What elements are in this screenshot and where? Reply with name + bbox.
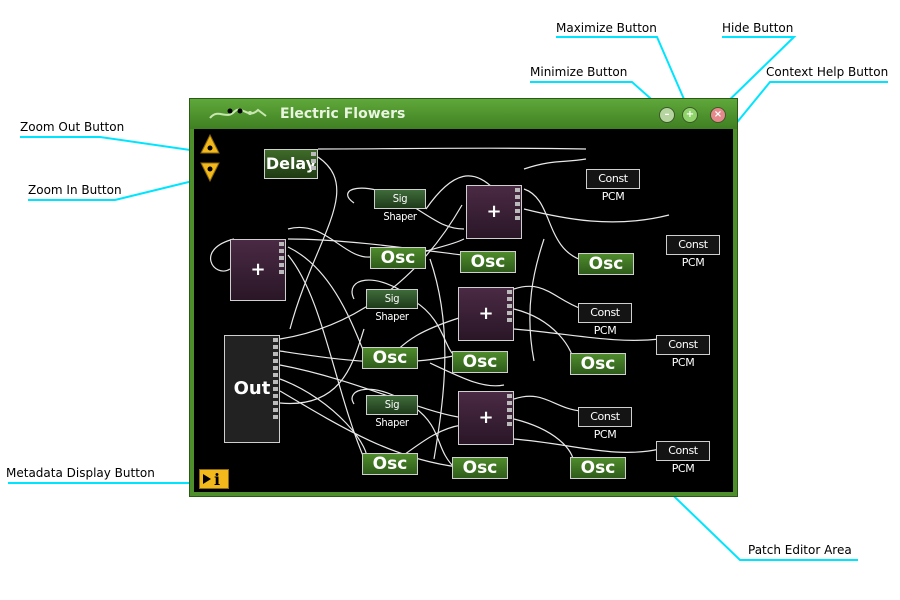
minus-icon: – — [664, 109, 670, 120]
zoom-in-callout: Zoom In Button — [28, 183, 122, 197]
context-help-callout: Context Help Button — [766, 65, 889, 79]
app-logo-icon — [209, 108, 267, 119]
module-label: Osc — [462, 352, 498, 372]
module-label: Out — [233, 378, 271, 399]
module-label: Osc — [580, 458, 616, 478]
module-label: + — [478, 407, 494, 428]
play-icon — [203, 474, 211, 484]
module-osc[interactable]: Osc — [362, 347, 418, 369]
module-const-pcm[interactable]: Const PCM — [656, 441, 710, 475]
module-label: Osc — [380, 248, 416, 268]
module-label: + — [478, 303, 494, 324]
hide-callout: Hide Button — [722, 21, 794, 35]
module-const-pcm[interactable]: Const PCM — [578, 407, 632, 441]
module-label: Osc — [588, 254, 624, 274]
zoom-in-button[interactable] — [200, 161, 220, 183]
module-osc[interactable]: Osc — [370, 247, 426, 269]
module-label: Const PCM — [590, 306, 620, 337]
module-label: Sig Shaper — [383, 192, 417, 223]
patch-cables — [210, 147, 670, 470]
module-osc[interactable]: Osc — [460, 251, 516, 273]
module-label: + — [486, 201, 502, 222]
minimize-callout: Minimize Button — [530, 65, 628, 79]
module-label: Osc — [470, 252, 506, 272]
module-osc[interactable]: Osc — [362, 453, 418, 475]
module-label: Const PCM — [668, 338, 698, 369]
patch-window: Electric Flowers – + × ? — [189, 98, 738, 497]
module-label: Osc — [462, 458, 498, 478]
window-title: Electric Flowers — [280, 106, 406, 122]
module-label: Const PCM — [598, 172, 628, 203]
module-const-pcm[interactable]: Const PCM — [656, 335, 710, 369]
plus-icon: + — [685, 109, 695, 120]
module-adder[interactable]: + — [466, 185, 522, 239]
metadata-icon: i — [214, 470, 221, 489]
module-label: Osc — [372, 348, 408, 368]
module-out[interactable]: Out — [224, 335, 280, 443]
module-adder[interactable]: + — [458, 391, 514, 445]
module-label: Const PCM — [678, 238, 708, 269]
metadata-callout: Metadata Display Button — [6, 466, 155, 480]
module-osc[interactable]: Osc — [452, 351, 508, 373]
module-label: Const PCM — [590, 410, 620, 441]
maximize-button[interactable]: + — [682, 107, 698, 123]
zoom-out-callout: Zoom Out Button — [20, 120, 125, 134]
minimize-button[interactable]: – — [659, 107, 675, 123]
module-label: Const PCM — [668, 444, 698, 475]
metadata-display-button[interactable]: i — [199, 469, 229, 489]
close-icon: × — [713, 109, 723, 120]
module-sig-shaper[interactable]: Sig Shaper — [366, 289, 418, 323]
hide-button[interactable]: × — [710, 107, 726, 123]
module-sig-shaper[interactable]: Sig Shaper — [366, 395, 418, 429]
module-adder[interactable]: + — [458, 287, 514, 341]
zoom-out-button[interactable] — [200, 133, 220, 155]
module-osc[interactable]: Osc — [578, 253, 634, 275]
module-const-pcm[interactable]: Const PCM — [586, 169, 640, 203]
module-label: Sig Shaper — [375, 292, 409, 323]
module-osc[interactable]: Osc — [452, 457, 508, 479]
module-label: Sig Shaper — [375, 398, 409, 429]
module-label: Osc — [372, 454, 408, 474]
module-const-pcm[interactable]: Const PCM — [666, 235, 720, 269]
module-const-pcm[interactable]: Const PCM — [578, 303, 632, 337]
module-osc[interactable]: Osc — [570, 353, 626, 375]
module-delay[interactable]: Delay — [264, 149, 318, 179]
module-label: Delay — [265, 154, 317, 173]
title-bar[interactable]: Electric Flowers – + × — [190, 99, 737, 129]
module-osc[interactable]: Osc — [570, 457, 626, 479]
module-adder[interactable]: + — [230, 239, 286, 301]
patch-editor-callout: Patch Editor Area — [748, 543, 852, 557]
module-sig-shaper[interactable]: Sig Shaper — [374, 189, 426, 223]
maximize-callout: Maximize Button — [556, 21, 657, 35]
module-label: + — [250, 259, 266, 280]
patch-editor-area[interactable]: Delay + Out Sig Shaper Sig Shaper Sig Sh… — [194, 129, 733, 492]
module-label: Osc — [580, 354, 616, 374]
